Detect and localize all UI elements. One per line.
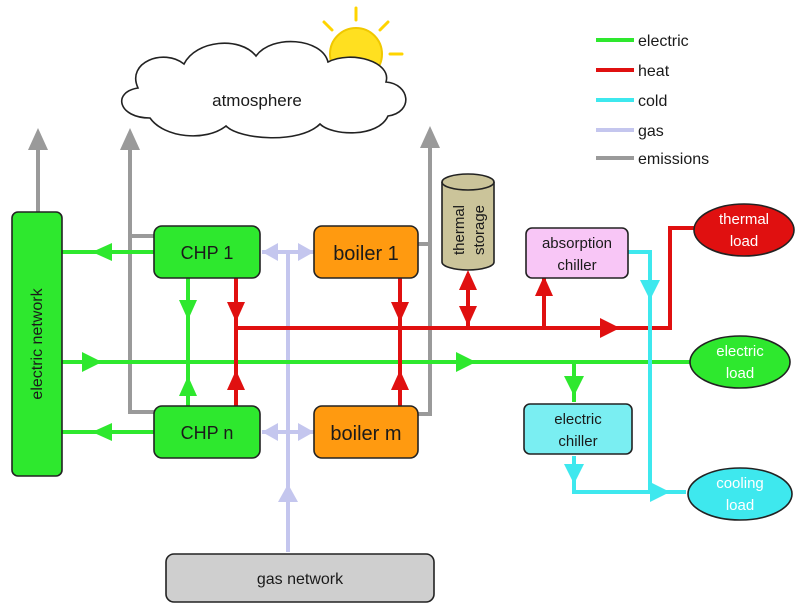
gas-arrowheads <box>262 243 314 502</box>
electric-load-label-line1: electric <box>716 343 764 360</box>
emissions-flows <box>36 146 432 416</box>
electric-load-node: electric load <box>689 335 791 389</box>
chp-1-label: CHP 1 <box>181 243 234 263</box>
emissions-arrowheads <box>28 126 440 150</box>
electric-load-label-line2: load <box>726 365 754 382</box>
absorption-chiller-label-line2: chiller <box>557 257 596 274</box>
legend-cold-label: cold <box>638 93 667 110</box>
electric-network-label: electric network <box>29 287 46 399</box>
chp-n-node: CHP n <box>153 405 261 459</box>
thermal-load-label-line2: load <box>730 233 758 250</box>
legend-gas-label: gas <box>638 123 664 140</box>
thermal-load-label-line1: thermal <box>719 211 769 228</box>
thermal-storage-label-line2: storage <box>471 205 488 255</box>
cooling-load-label-line1: cooling <box>716 475 764 492</box>
gas-network-node: gas network <box>165 553 435 603</box>
atmosphere-cloud <box>120 40 407 139</box>
atmosphere-label: atmosphere <box>212 91 302 110</box>
cold-arrowheads <box>564 280 670 502</box>
absorption-chiller-label-line1: absorption <box>542 235 612 252</box>
chp-n-label: CHP n <box>181 423 234 443</box>
boiler-1-label: boiler 1 <box>333 243 399 265</box>
thermal-storage-node: thermal storage <box>441 173 495 271</box>
legend-heat-label: heat <box>638 63 670 80</box>
electric-chiller-label-line1: electric <box>554 411 602 428</box>
chp-1-node: CHP 1 <box>153 225 261 279</box>
legend-emissions-label: emissions <box>638 151 709 168</box>
electric-chiller-label-line2: chiller <box>558 433 597 450</box>
boiler-m-label: boiler m <box>330 423 401 445</box>
gas-network-label: gas network <box>257 571 344 588</box>
electric-chiller-node: electric chiller <box>523 403 633 455</box>
cooling-load-label-line2: load <box>726 497 754 514</box>
electric-arrowheads <box>82 243 584 441</box>
boiler-1-node: boiler 1 <box>313 225 419 279</box>
cooling-load-node: cooling load <box>687 467 793 521</box>
boiler-m-node: boiler m <box>313 405 419 459</box>
legend: electric heat cold gas emissions <box>596 33 709 168</box>
thermal-storage-label-line1: thermal <box>451 205 468 255</box>
legend-electric-label: electric <box>638 33 689 50</box>
gas-flows <box>262 250 314 552</box>
absorption-chiller-node: absorption chiller <box>525 227 629 279</box>
electric-network-node: electric network <box>11 211 63 477</box>
thermal-load-node: thermal load <box>693 203 795 257</box>
heat-arrowheads <box>227 270 620 390</box>
